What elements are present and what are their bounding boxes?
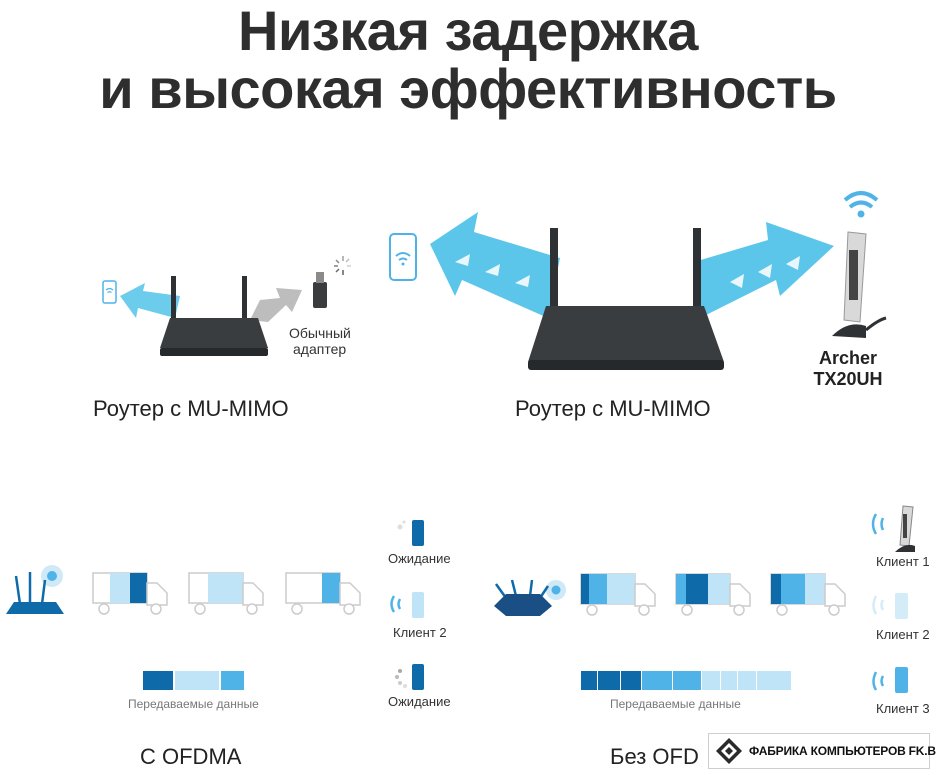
client-1-label: Клиент 1	[876, 554, 930, 569]
no-ofdma-legend: Передаваемые данные	[610, 697, 741, 711]
arrow-to-adapter-left	[250, 288, 302, 322]
truck-3-icon	[770, 573, 846, 616]
adapter-label-line2: адаптер	[293, 341, 347, 357]
archer-label-line2: TX20UH	[813, 369, 883, 389]
phone-icon	[389, 233, 417, 281]
client-1-archer-icon	[871, 505, 915, 552]
adapter-label-line1: Обычный	[289, 325, 351, 341]
wifi-signal-icon	[843, 191, 879, 218]
client-status-mid: Клиент 2	[393, 625, 447, 640]
arrow-to-archer	[694, 222, 834, 318]
client-waiting-top-icon	[397, 520, 424, 546]
truck-1-icon	[580, 573, 656, 616]
transmitted-data-bar	[581, 671, 791, 690]
watermark-text: ФАБРИКА КОМПЬЮТЕРОВ FK.BY	[749, 744, 936, 758]
fk-logo-icon	[716, 738, 742, 764]
transmitted-data-bar	[143, 671, 244, 690]
usb-adapter-icon	[313, 272, 327, 308]
watermark-badge: ФАБРИКА КОМПЬЮТЕРОВ FK.BY	[708, 733, 936, 769]
client-3-icon	[872, 667, 908, 693]
client-2-label: Клиент 2	[876, 627, 930, 642]
phone-icon	[102, 280, 117, 304]
client-waiting-bottom-icon	[395, 664, 424, 690]
client-2-icon	[872, 593, 908, 619]
truck-1-icon	[92, 572, 168, 615]
router-left-icon	[160, 276, 268, 356]
truck-2-icon	[188, 572, 264, 615]
ofdma-caption: С OFDMA	[140, 744, 242, 769]
router-blue-icon	[494, 579, 566, 616]
archer-label-line1: Archer	[818, 348, 878, 368]
router-right-icon	[528, 228, 724, 370]
headline-line-1: Низкая задержка	[238, 0, 698, 62]
client-3-label: Клиент 3	[876, 701, 930, 716]
truck-3-icon	[285, 572, 361, 615]
loading-spinner-icon	[334, 256, 351, 275]
no-ofdma-caption: Без OFD	[610, 744, 699, 769]
client-status-bottom: Ожидание	[388, 694, 451, 709]
router-blue-icon	[6, 565, 64, 614]
mimo-right-caption: Роутер с MU-MIMO	[515, 396, 711, 421]
archer-adapter-icon	[832, 231, 887, 338]
mimo-left-caption: Роутер с MU-MIMO	[93, 396, 289, 421]
client-2-icon	[390, 592, 424, 618]
truck-2-icon	[675, 573, 751, 616]
ofdma-legend: Передаваемые данные	[128, 697, 259, 711]
arrow-to-phone-right	[430, 212, 560, 318]
client-status-top: Ожидание	[388, 551, 451, 566]
headline-line-2: и высокая эффективность	[99, 57, 837, 120]
arrow-to-phone-left	[120, 283, 180, 318]
